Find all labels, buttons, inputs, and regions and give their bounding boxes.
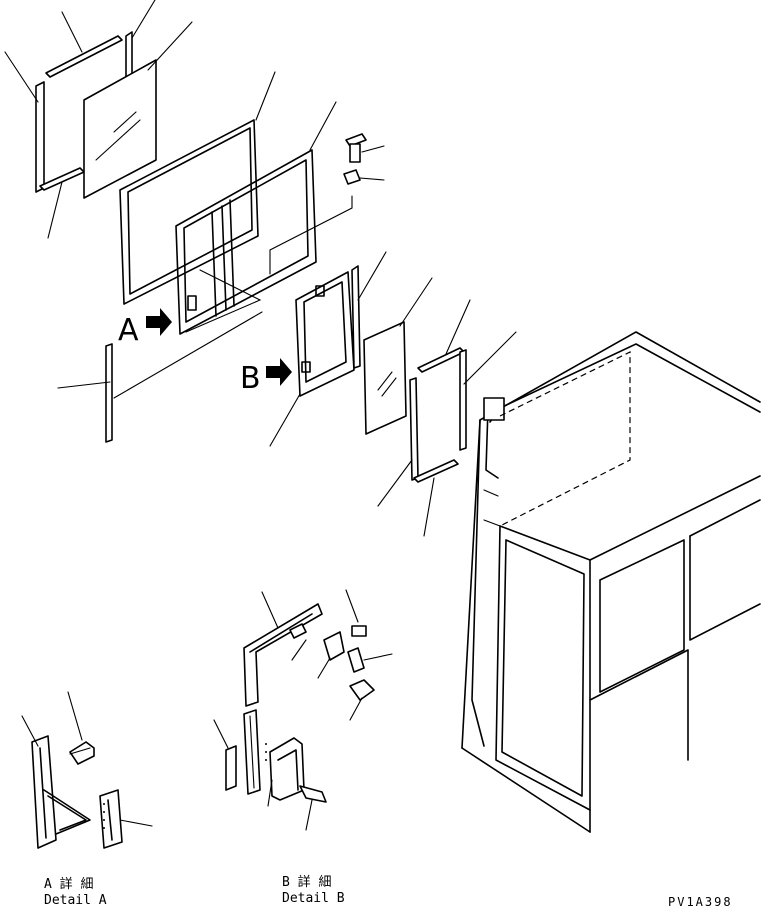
shim-plate [213, 719, 237, 791]
seal-strip-left [4, 51, 45, 193]
sliding-window-frame-b [269, 271, 355, 447]
detail-a-title-jp: A 詳 細 [44, 876, 93, 892]
vertical-strip-lower [57, 343, 113, 443]
channel-detail-b [243, 709, 261, 795]
detail-b-title-jp: B 詳 細 [282, 874, 331, 890]
view-arrow-b: B [240, 358, 292, 396]
bolt-detail-b [349, 679, 375, 721]
detail-a-assembly: A 詳 細 Detail A [21, 691, 153, 908]
bolt-detail-b-lower [299, 785, 327, 831]
pin-upper [345, 589, 367, 637]
seal-strip-top [45, 11, 123, 78]
sliding-window-frame-a [113, 101, 353, 399]
view-arrow-a: A [118, 308, 172, 348]
detail-b-assembly: B 詳 細 Detail B [213, 589, 393, 906]
detail-b-title-en: Detail B [282, 891, 345, 906]
seal-strip-b [351, 251, 387, 369]
bolt-upper [345, 133, 385, 163]
glass-pane-lower [363, 277, 433, 435]
seal-strip-bottom [39, 167, 85, 239]
glass-pane-upper [83, 21, 193, 199]
rear-window-assembly [4, 0, 276, 305]
nut-block [343, 169, 385, 185]
clip-small [289, 623, 307, 661]
view-label-a: A [118, 313, 139, 348]
seal-strip-b-bottom [413, 459, 459, 537]
latch-part [317, 631, 345, 679]
handle-part [347, 647, 393, 673]
window-gasket-frame [119, 71, 276, 305]
bracket-detail-a [99, 789, 153, 849]
bracket-detail-b [265, 737, 305, 807]
operator-cab [461, 331, 761, 833]
drawing-code: PV1A398 [668, 895, 733, 908]
bolt-detail-a [67, 691, 95, 765]
detail-a-title-en: Detail A [44, 893, 107, 908]
seal-strip-b-right [459, 331, 517, 451]
view-label-b: B [240, 361, 261, 396]
